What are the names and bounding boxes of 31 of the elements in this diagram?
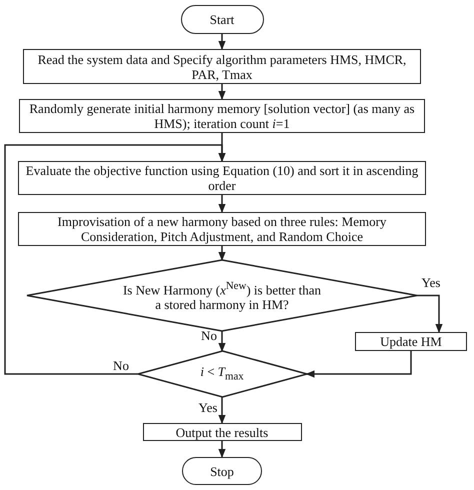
node-text: Output the results bbox=[176, 424, 268, 440]
arrow bbox=[218, 331, 226, 352]
node-text: i < T$_{max}$ bbox=[200, 364, 244, 384]
arrow bbox=[218, 397, 226, 424]
process-box bbox=[23, 49, 421, 84]
process-box bbox=[18, 212, 426, 246]
decision-diamond bbox=[138, 351, 306, 397]
arrow bbox=[218, 34, 226, 50]
arrow bbox=[218, 246, 226, 260]
edge-label: No bbox=[200, 329, 218, 343]
node-text: Stop bbox=[210, 464, 234, 478]
process-box bbox=[355, 332, 467, 351]
node-text: Is New Harmony (x$^{New}$) is better than a stored harmony in HM? bbox=[122, 278, 322, 312]
edge-label: Yes bbox=[198, 401, 218, 415]
decision-diamond bbox=[27, 260, 417, 331]
edge-label: Yes bbox=[420, 276, 442, 290]
arrow bbox=[306, 351, 412, 378]
node-text: Randomly generate initial harmony memory [solution vector] (as many as HMS); iteration count i=1 bbox=[28, 101, 416, 131]
node-text: Update HM bbox=[380, 334, 442, 349]
arrow bbox=[218, 441, 226, 458]
node-text: Start bbox=[210, 12, 234, 27]
node-text: Improvisation of a new harmony based on three rules: Memory Consideration, Pitch Adjustment, and Random Choice bbox=[56, 214, 388, 244]
arrow bbox=[218, 84, 226, 100]
process-box bbox=[142, 423, 302, 441]
node-text: Read the system data and Specify algorithm parameters HMS, HMCR, PAR, Tmax bbox=[36, 52, 408, 82]
arrow bbox=[218, 195, 226, 212]
arrow bbox=[4, 144, 226, 375]
process-box bbox=[19, 99, 425, 133]
edge-label: No bbox=[112, 359, 130, 373]
arrow bbox=[417, 294, 443, 332]
node-text: Evaluate the objective function using Equation (10) and sort it in ascending order bbox=[24, 163, 420, 193]
